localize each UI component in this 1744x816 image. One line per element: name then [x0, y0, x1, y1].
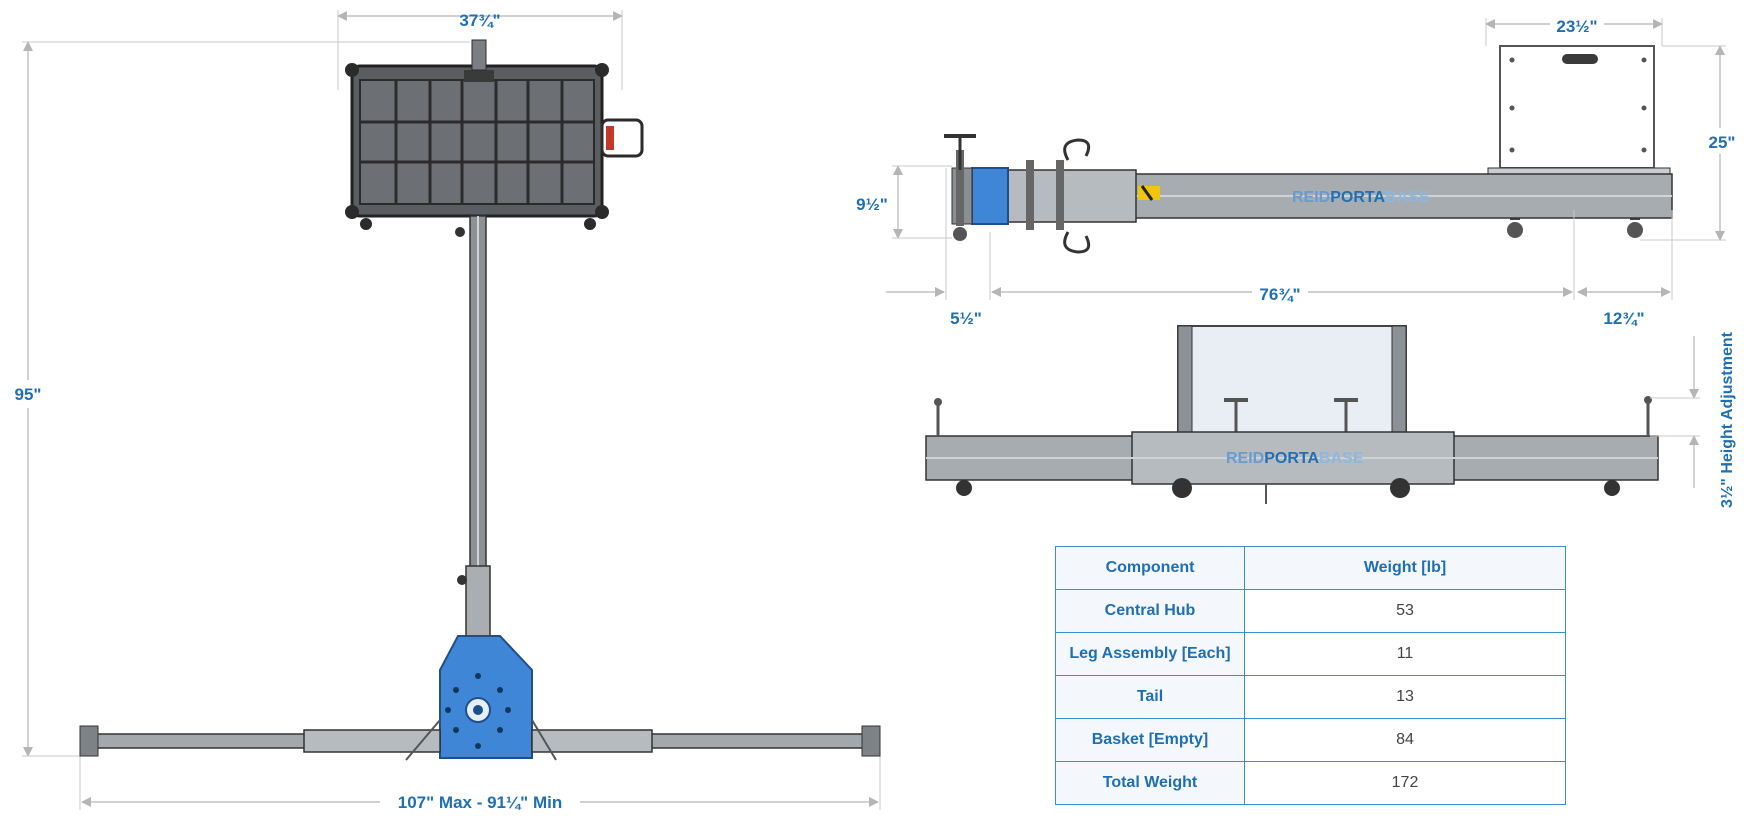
top-width-label: 37¾" — [459, 11, 500, 30]
header-component: Component — [1055, 546, 1245, 590]
basket-front — [345, 39, 644, 230]
brand-porta-rear: PORTA — [1264, 450, 1319, 467]
table-row: Central Hub 53 — [1055, 589, 1566, 633]
basket-side — [1487, 45, 1671, 238]
table-row: Basket [Empty] 84 — [1055, 718, 1566, 762]
header-weight: Weight [lb] — [1244, 546, 1566, 590]
weights-table: Component Weight [lb] Central Hub 53 Leg… — [1055, 546, 1566, 805]
rear-view: REIDPORTABASE — [925, 325, 1700, 504]
weight-cell: 84 — [1244, 718, 1566, 762]
hub-height-label: 9½" — [856, 195, 888, 214]
weight-cell: 13 — [1244, 675, 1566, 719]
svg-text:REIDPORTABASE: REIDPORTABASE — [1226, 450, 1364, 467]
table-row: Total Weight 172 — [1055, 761, 1566, 805]
hub-offset-label: 5½" — [950, 309, 982, 328]
brand-base: BASE — [1385, 189, 1430, 206]
component-cell: Basket [Empty] — [1055, 718, 1245, 762]
component-cell: Tail — [1055, 675, 1245, 719]
brand-base-rear: BASE — [1319, 450, 1364, 467]
component-cell: Leg Assembly [Each] — [1055, 632, 1245, 676]
table-row: Tail 13 — [1055, 675, 1566, 719]
brand-reid: REID — [1292, 189, 1330, 206]
basket-width-label: 23½" — [1556, 17, 1597, 36]
height-adjustment-label: 3½" Height Adjustment — [1719, 331, 1736, 508]
weight-cell: 53 — [1244, 589, 1566, 633]
total-height-label: 95" — [15, 385, 42, 404]
front-view — [8, 10, 881, 814]
base-legs-front — [79, 719, 881, 761]
component-cell: Total Weight — [1055, 761, 1245, 805]
central-hub-front — [439, 635, 533, 759]
weight-cell: 172 — [1244, 761, 1566, 805]
brand-porta: PORTA — [1330, 189, 1385, 206]
rear-offset-label: 12¾" — [1603, 309, 1644, 328]
central-hub-side — [971, 167, 1009, 225]
brand-reid-rear: REID — [1226, 450, 1264, 467]
weights-table-header: Component Weight [lb] — [1055, 546, 1566, 590]
weight-cell: 11 — [1244, 632, 1566, 676]
table-row: Leg Assembly [Each] 11 — [1055, 632, 1566, 676]
component-cell: Central Hub — [1055, 589, 1245, 633]
mast — [455, 215, 491, 637]
side-view: REIDPORTABASE — [852, 12, 1740, 304]
svg-text:REIDPORTABASE: REIDPORTABASE — [1292, 189, 1430, 206]
tail-length-label: 76¾" — [1259, 285, 1300, 304]
basket-height-label: 25" — [1709, 133, 1736, 152]
base-width-label: 107" Max - 91¼" Min — [398, 793, 562, 812]
basket-rear — [1177, 325, 1407, 435]
